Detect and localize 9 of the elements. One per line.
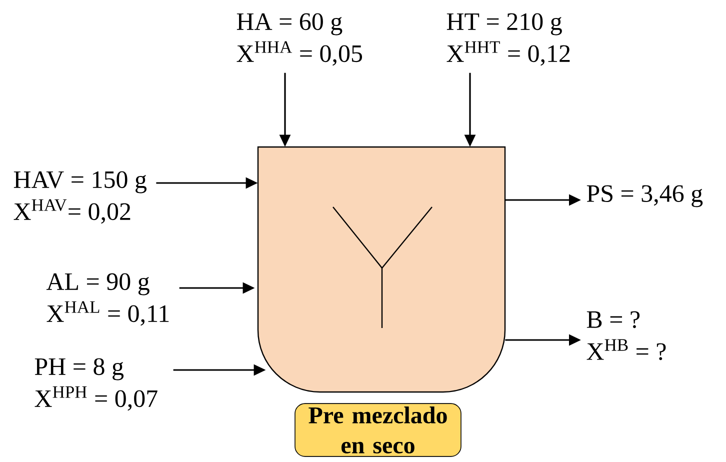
stream-label: B = ? X$^{HB}$ = ? [586,311,666,360]
stream-label: PH = 8 g X$^{HPH}$ = 0,07 [34,358,158,411]
stream-label: AL = 90 g X$^{HAL}$ = 0,11 [46,273,169,326]
process-label-box: Pre mezclado en seco [294,403,462,457]
stream-label: PS = 3,46 g [586,185,703,208]
stream-label: HT = 210 g X$^{HHT}$ = 0,12 [446,13,570,66]
mixer-vessel [257,146,506,393]
stream-label: HA = 60 g X$^{HHA}$ = 0,05 [236,13,362,66]
stream-label: HAV = 150 g X$^{HAV}$= 0,02 [14,171,146,224]
